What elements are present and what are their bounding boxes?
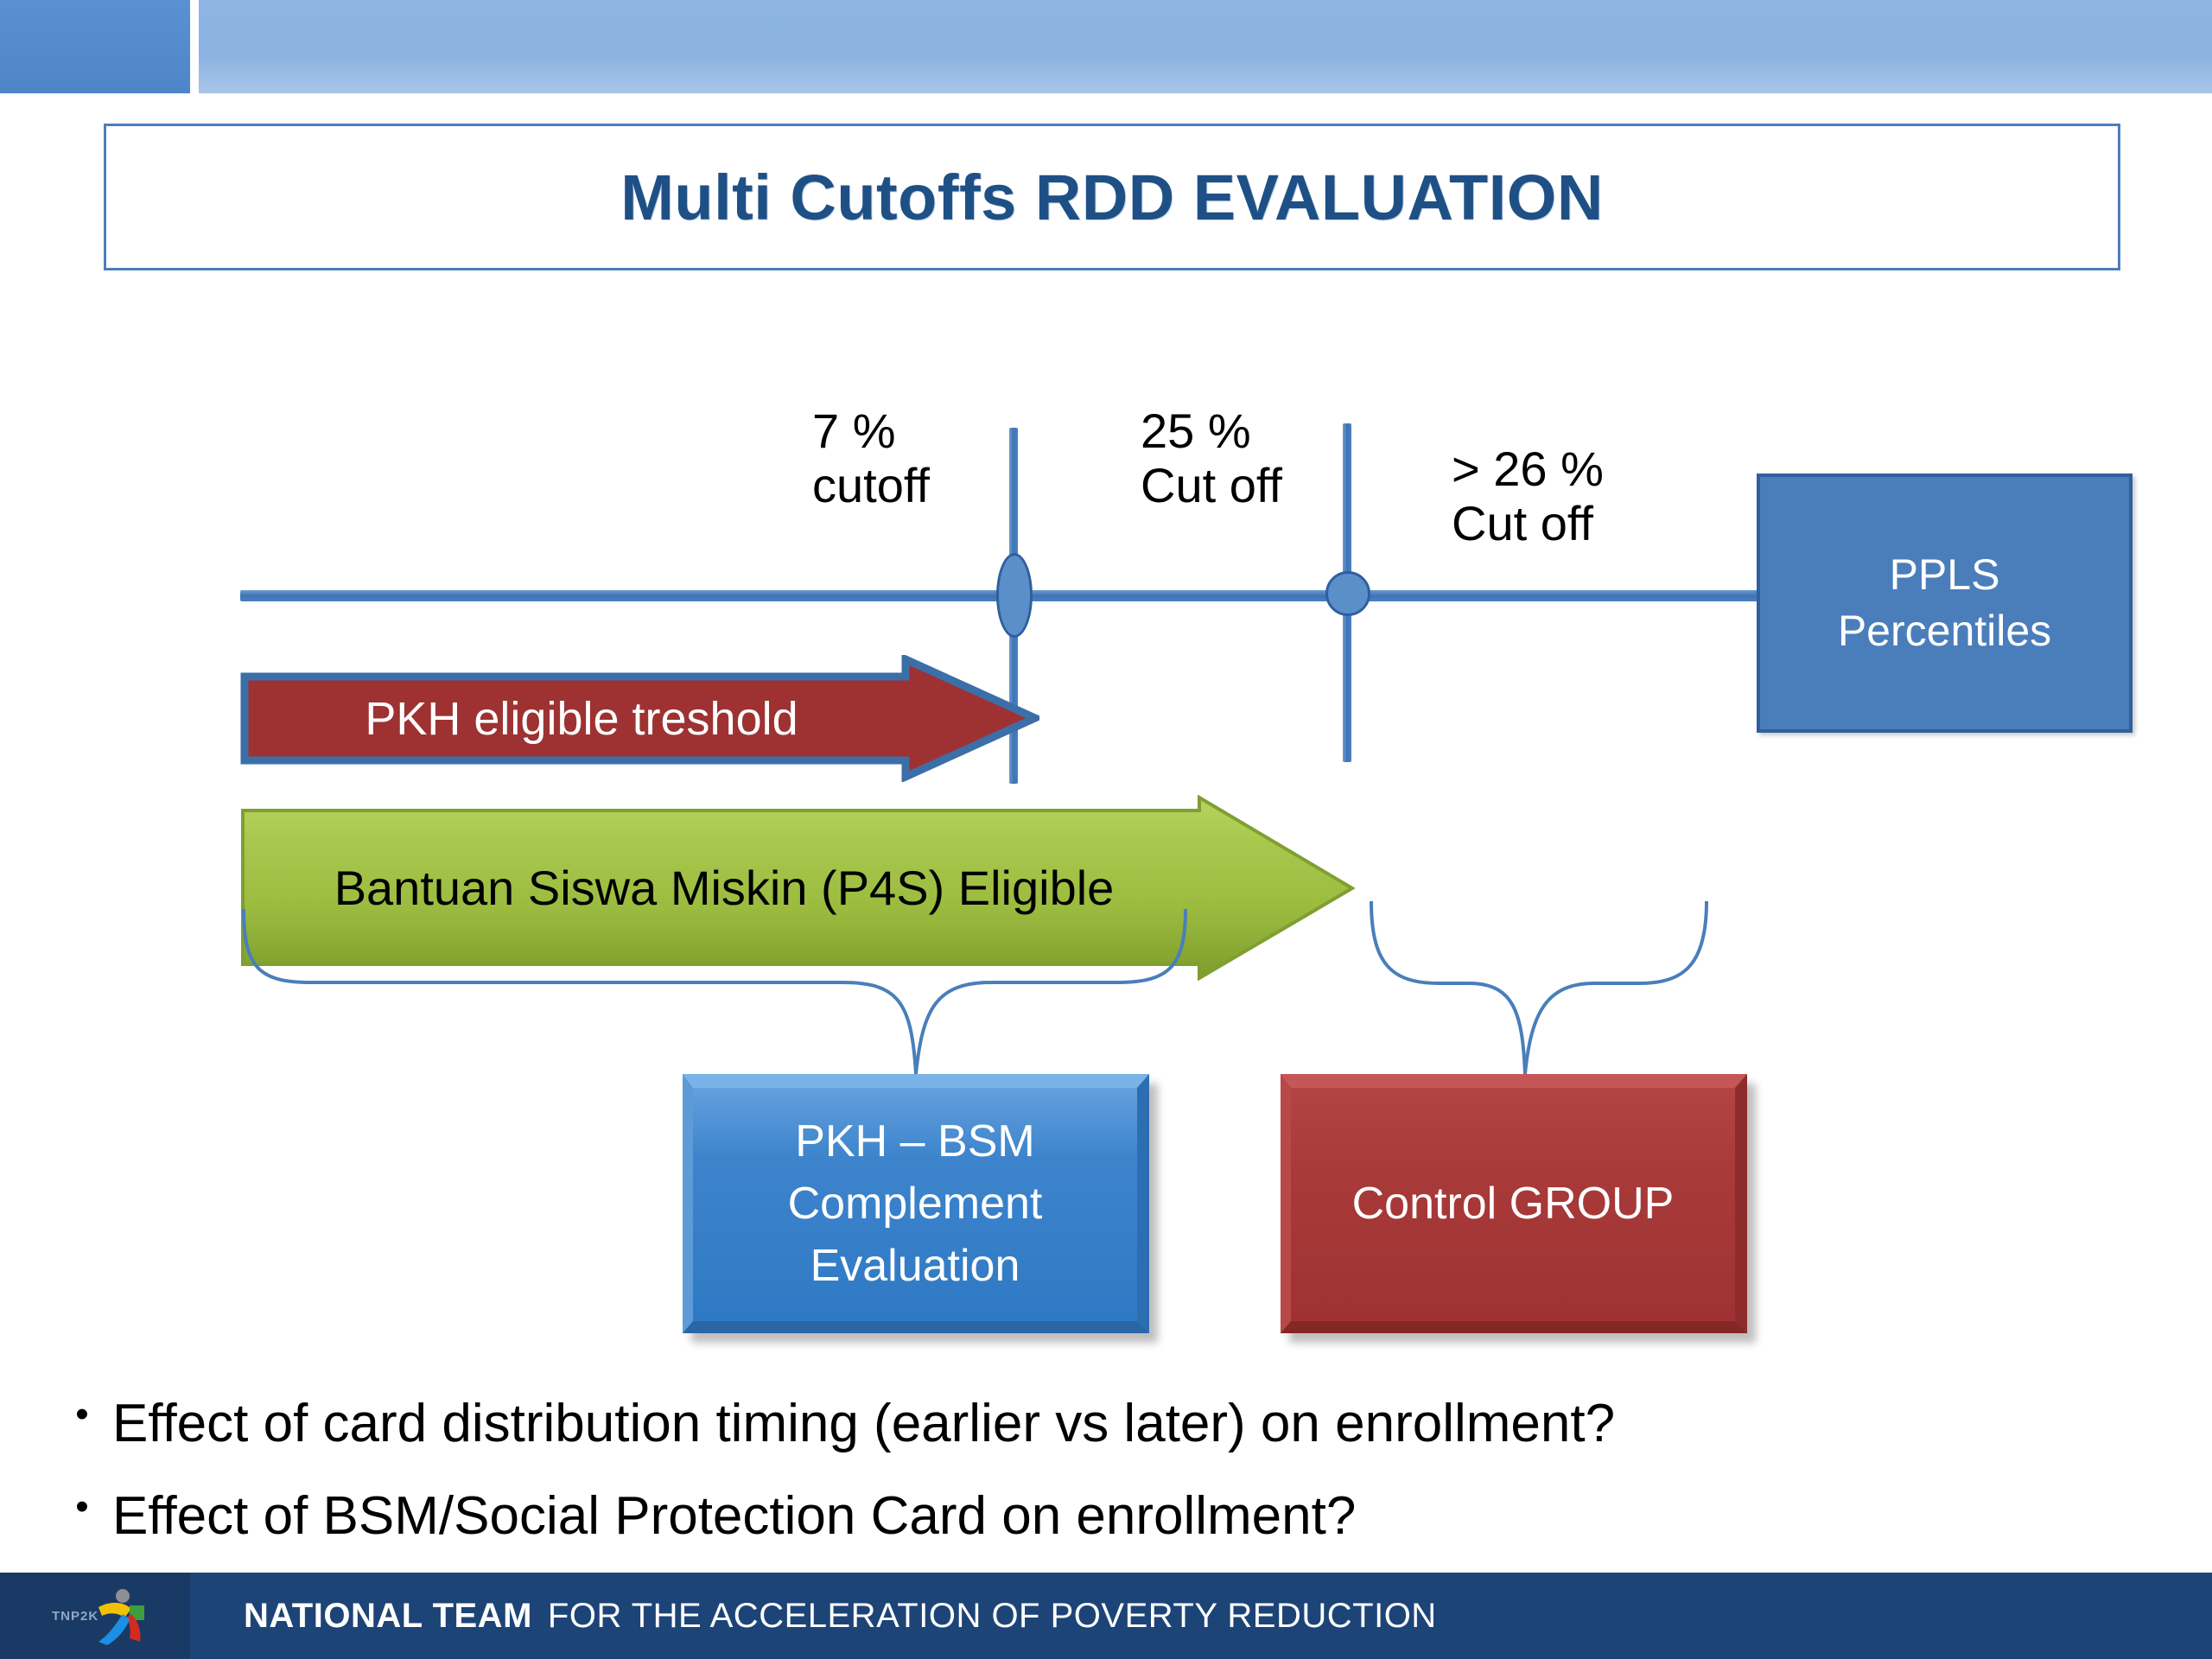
page-title: Multi Cutoffs RDD EVALUATION [620, 161, 1604, 233]
list-item: • Effect of BSM/Social Protection Card o… [52, 1479, 1953, 1554]
pkh-eligible-threshold-arrow: PKH eligible treshold [240, 655, 1039, 782]
header-bar-right [199, 0, 2212, 93]
footer-org-name: NATIONAL TEAM FOR THE ACCELERATION OF PO… [244, 1573, 1437, 1659]
list-item: • Effect of card distribution timing (ea… [52, 1387, 1953, 1462]
cutoff-label-7pct: 7 % cutoff [812, 404, 930, 512]
bullet-dot-icon: • [75, 1484, 89, 1528]
cutoff-label-26pct: > 26 % Cut off [1452, 442, 1604, 550]
percentile-axis-line [240, 590, 1929, 601]
ppls-percentiles-box: PPLS Percentiles [1757, 474, 2133, 733]
red-arrow-label: PKH eligible treshold [365, 692, 798, 745]
bullet-text: Effect of BSM/Social Protection Card on … [112, 1485, 1357, 1546]
footer-org-rest: FOR THE ACCELERATION OF POVERTY REDUCTIO… [547, 1596, 1437, 1635]
slide-title-box: Multi Cutoffs RDD EVALUATION [104, 124, 2120, 270]
footer-org-bold: NATIONAL TEAM [244, 1596, 532, 1635]
bantuan-siswa-miskin-arrow: Bantuan Siswa Miskin (P4S) Eligible [240, 795, 1355, 981]
control-group-box: Control GROUP [1281, 1074, 1747, 1333]
research-questions-list: • Effect of card distribution timing (ea… [52, 1387, 1953, 1572]
footer-logo-block: TNP2K [0, 1573, 190, 1659]
bullet-text: Effect of card distribution timing (earl… [112, 1394, 1616, 1453]
tnp2k-logo-icon [99, 1589, 144, 1645]
green-arrow-label: Bantuan Siswa Miskin (P4S) Eligible [334, 861, 1115, 915]
footer-logo-text: TNP2K [52, 1609, 99, 1624]
cutoff-marker-circle [1325, 571, 1370, 616]
slide-footer: TNP2K NATIONAL TEAM FOR THE ACCELERATION… [0, 1573, 2212, 1659]
bullet-dot-icon: • [75, 1393, 89, 1435]
cutoff-marker-oval [996, 553, 1033, 638]
cutoff-label-25pct: 25 % Cut off [1141, 404, 1282, 512]
header-bar-left [0, 0, 190, 93]
pkh-bsm-complement-evaluation-box: PKH – BSM Complement Evaluation [683, 1074, 1149, 1333]
